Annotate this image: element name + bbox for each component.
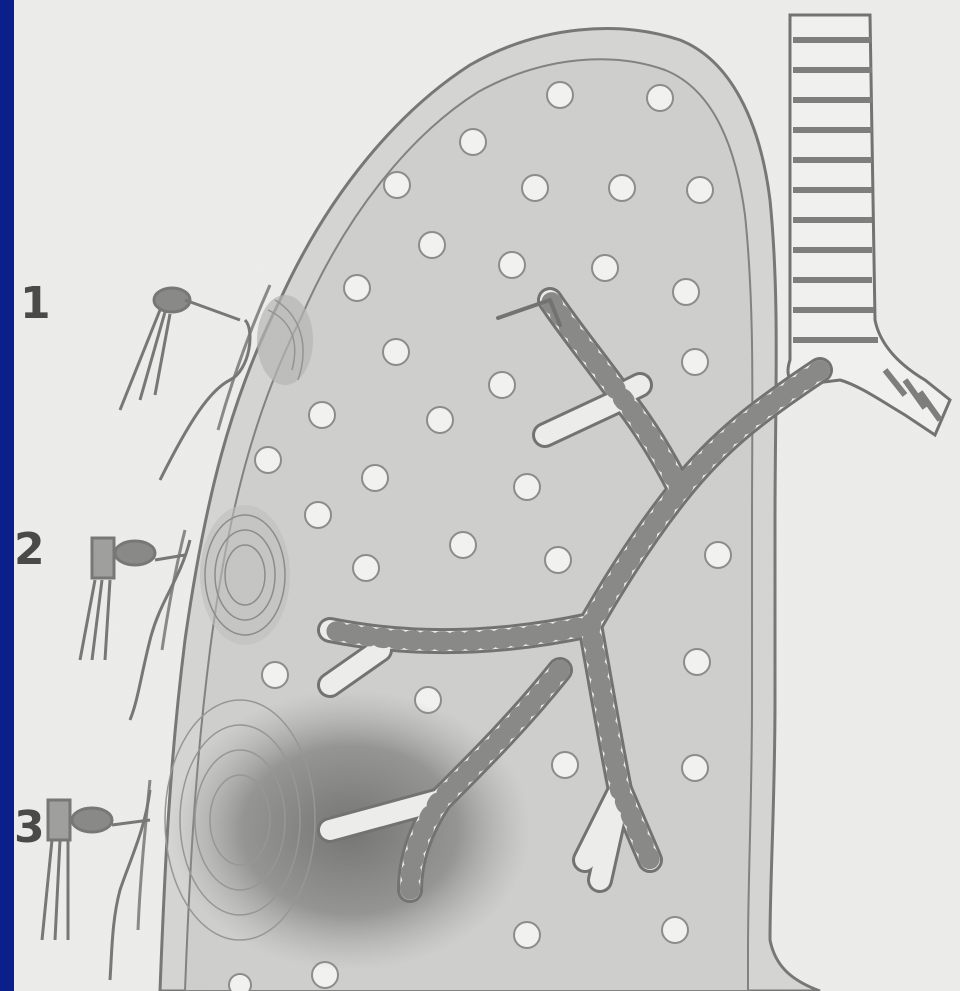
stage-label-2: 2 [14, 528, 45, 572]
left-frame-band [0, 0, 14, 991]
lung-illustration [14, 0, 960, 991]
stage-label-1: 1 [20, 282, 51, 326]
stage-label-3: 3 [14, 806, 45, 850]
grain-overlay [14, 0, 960, 991]
